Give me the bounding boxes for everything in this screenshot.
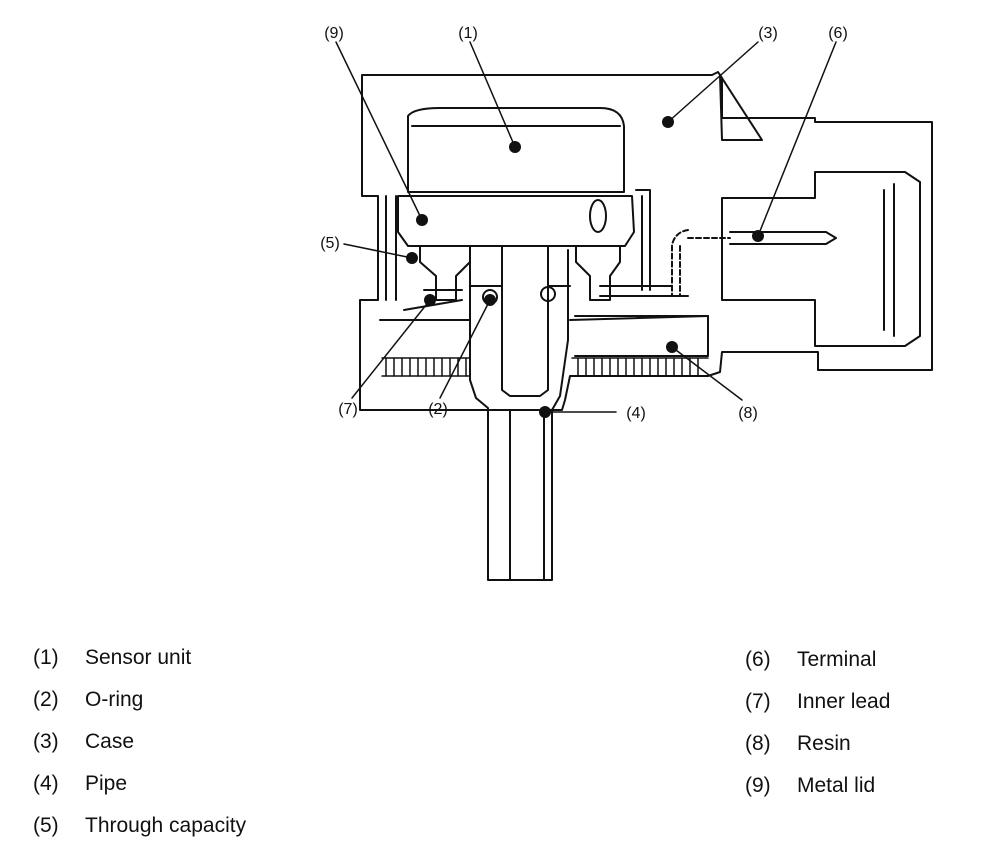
callout-label-1: (1) [458,25,478,42]
legend-number: (2) [33,688,59,711]
legend-text: Terminal [797,648,877,671]
leader-8 [671,346,743,401]
leader-9 [335,41,423,221]
callout-label-4: (4) [626,405,646,422]
callout-label-8: (8) [738,405,758,422]
legend-text: O-ring [85,688,144,711]
callout-label-5: (5) [320,235,340,252]
leader-5 [343,243,413,259]
legend-text: Sensor unit [85,646,192,669]
callout-label-6: (6) [828,25,848,42]
metal-lid-shape [385,189,651,301]
legend-number: (5) [33,814,59,837]
legend-number: (9) [745,774,771,797]
legend-text: Inner lead [797,690,891,713]
resin-block [574,315,709,357]
sensor-cross-section-diagram: (1) (2) (3) (4) (5) (6) (7) (8) (9) [320,25,933,581]
leader-1 [469,41,516,148]
callout-label-3: (3) [758,25,778,42]
callout-label-2: (2) [428,401,448,418]
legend-number: (8) [745,732,771,755]
leader-3 [667,41,759,123]
through-capacitor-posts [403,245,621,311]
callout-dots [406,116,764,418]
legend-number: (7) [745,690,771,713]
leader-7 [351,299,431,399]
connector-housing [599,171,921,347]
leader-6 [757,41,837,237]
legend-number: (1) [33,646,59,669]
legend-text: Pipe [85,772,128,795]
leader-2 [439,299,491,399]
case-outline [359,71,933,411]
callout-label-9: (9) [324,25,344,42]
legend-number: (3) [33,730,59,753]
legend-text: Metal lid [797,774,876,797]
legend-text: Case [85,730,135,753]
legend-number: (6) [745,648,771,671]
legend-text: Through capacity [85,814,247,837]
sensor-unit-shape [407,107,625,193]
legend-text: Resin [797,732,851,755]
thread-hatching [381,357,709,377]
callout-labels: (1) (2) (3) (4) (5) (6) (7) (8) (9) [320,25,848,422]
leader-lines [335,41,837,413]
callout-label-7: (7) [338,401,358,418]
legend-number: (4) [33,772,59,795]
